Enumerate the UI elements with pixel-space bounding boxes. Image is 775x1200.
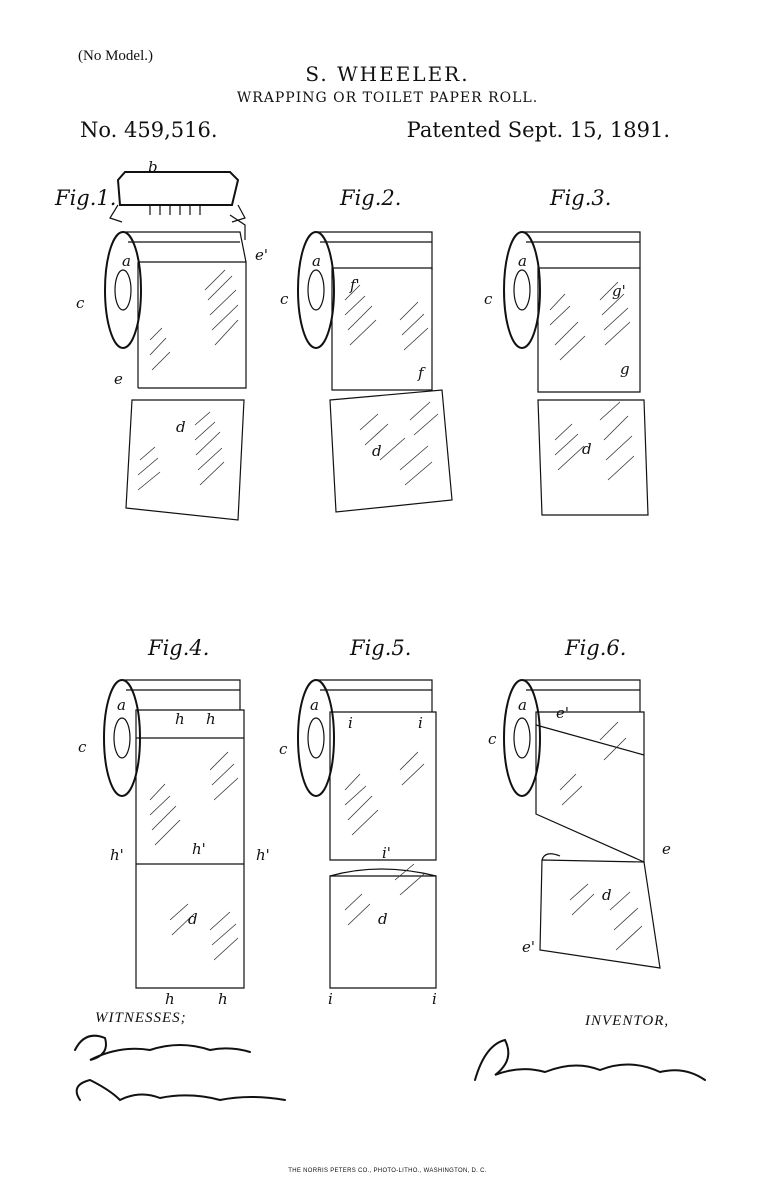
figure-3-drawing: [503, 231, 649, 516]
ref-label: e': [255, 246, 269, 264]
ref-label: g: [620, 360, 630, 378]
figure-5-label: Fig.5.: [350, 636, 412, 660]
ref-label: b: [148, 158, 158, 176]
ref-label: d: [372, 442, 382, 460]
patent-number: No. 459,516.: [80, 118, 218, 142]
ref-label: h': [192, 840, 206, 858]
printer-credit: THE NORRIS PETERS CO., PHOTO-LITHO., WAS…: [288, 1168, 487, 1174]
figure-6-drawing: [503, 679, 661, 969]
ref-label: c: [279, 740, 288, 758]
ref-label: a: [518, 252, 527, 270]
ref-label: c: [280, 290, 289, 308]
ref-label: c: [488, 730, 497, 748]
ref-label: f: [418, 364, 424, 382]
ref-label: h: [218, 990, 228, 1008]
ref-label: h: [165, 990, 175, 1008]
inventor-signature: [474, 1038, 706, 1081]
ref-label: i: [432, 990, 437, 1008]
ref-label: a: [312, 252, 321, 270]
ref-label: a: [117, 696, 126, 714]
witness-signature-2: [75, 1078, 286, 1102]
ref-label: i: [328, 990, 333, 1008]
ref-label: e: [662, 840, 671, 858]
figure-2-label: Fig.2.: [340, 186, 402, 210]
ref-label: e: [114, 370, 123, 388]
figure-4-label: Fig.4.: [148, 636, 210, 660]
ref-label: i': [382, 844, 391, 862]
ref-label: a: [518, 696, 527, 714]
figure-2-drawing: [297, 231, 453, 513]
patent-title: WRAPPING OR TOILET PAPER ROLL.: [236, 90, 539, 106]
ref-label: c: [78, 738, 87, 756]
ref-label: a: [122, 252, 131, 270]
ref-label: f': [350, 276, 360, 294]
witnesses-label: WITNESSES;: [95, 1010, 187, 1026]
figure-6-label: Fig.6.: [565, 636, 627, 660]
model-note: (No Model.): [78, 48, 153, 64]
ref-label: g': [612, 282, 626, 300]
ref-label: h': [256, 846, 270, 864]
figure-5-drawing: [297, 679, 437, 989]
ref-label: i: [348, 714, 353, 732]
ref-label: i: [418, 714, 423, 732]
ref-label: d: [188, 910, 198, 928]
figure-1-drawing: [104, 171, 247, 521]
ref-label: d: [176, 418, 186, 436]
inventor-label: INVENTOR,: [585, 1013, 670, 1029]
ref-label: c: [76, 294, 85, 312]
ref-label: e': [556, 704, 570, 722]
figure-3-label: Fig.3.: [550, 186, 612, 210]
ref-label: e': [522, 938, 536, 956]
patent-date: Patented Sept. 15, 1891.: [406, 118, 670, 142]
figure-4-drawing: [103, 679, 245, 989]
ref-label: h: [175, 710, 185, 728]
ref-label: h: [206, 710, 216, 728]
ref-label: d: [378, 910, 388, 928]
ref-label: d: [602, 886, 612, 904]
ref-label: c: [484, 290, 493, 308]
ref-label: a: [310, 696, 319, 714]
ref-label: h': [110, 846, 124, 864]
inventor-name-heading: S. WHEELER.: [305, 62, 470, 86]
figure-1-label: Fig.1.: [55, 186, 117, 210]
ref-label: d: [582, 440, 592, 458]
witness-signature-1: [74, 1034, 251, 1061]
